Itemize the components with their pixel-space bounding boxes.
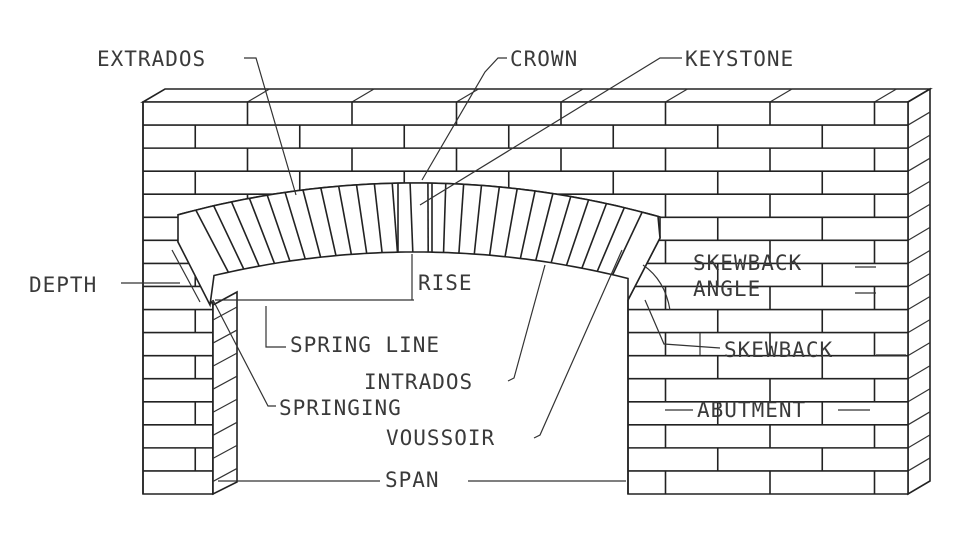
label-depth: DEPTH xyxy=(29,273,97,297)
label-keystone: KEYSTONE xyxy=(685,47,794,71)
label-springing: SPRINGING xyxy=(279,396,402,420)
label-rise: RISE xyxy=(418,271,473,295)
label-crown: CROWN xyxy=(510,47,578,71)
label-span: SPAN xyxy=(385,468,440,492)
leader-intrados xyxy=(508,265,545,381)
label-voussoir: VOUSSOIR xyxy=(386,426,495,450)
wall-top-face xyxy=(143,89,930,102)
label-spring-line: SPRING LINE xyxy=(290,333,440,357)
wall-front-bricks xyxy=(143,102,908,494)
wall-side-face xyxy=(908,89,930,494)
label-skewback-angle-line2: ANGLE xyxy=(693,277,761,301)
wall-front-outline xyxy=(143,102,908,494)
wall-top-surface xyxy=(143,89,930,102)
label-intrados: INTRADOS xyxy=(364,370,473,394)
label-abutment: ABUTMENT xyxy=(697,398,806,422)
wall-side-surface xyxy=(908,89,930,494)
leader-spring-line xyxy=(266,306,286,347)
leader-voussoir xyxy=(534,250,622,438)
label-skewback: SKEWBACK xyxy=(724,338,833,362)
label-extrados: EXTRADOS xyxy=(97,47,206,71)
label-skewback-angle-line1: SKEWBACK xyxy=(693,251,802,275)
